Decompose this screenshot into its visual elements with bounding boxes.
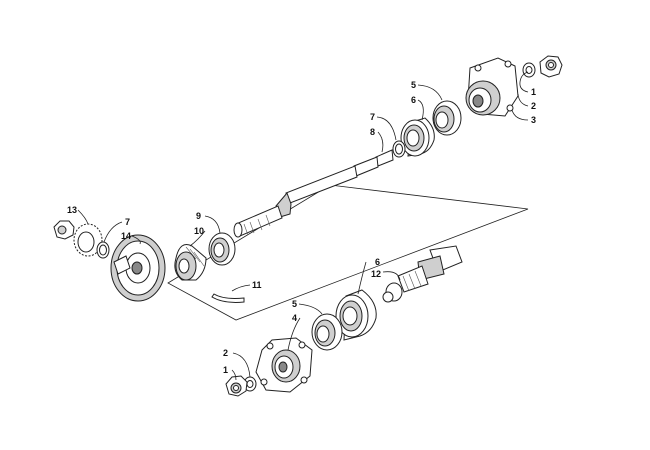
callout-1-upper: 1 xyxy=(531,87,536,97)
callout-10: 10 xyxy=(194,226,204,236)
callout-5-upper: 5 xyxy=(411,80,416,90)
callout-6-upper: 6 xyxy=(411,95,416,105)
callout-2-lower: 2 xyxy=(223,348,228,358)
nut-lower xyxy=(225,375,248,397)
o-ring-upper xyxy=(392,140,406,158)
output-shaft-12 xyxy=(382,245,463,303)
washer-upper xyxy=(522,62,536,78)
nut-upper xyxy=(539,55,563,78)
bearing-housing-upper xyxy=(465,57,519,117)
sprocket-gear-14 xyxy=(110,234,166,302)
callout-5-lower: 5 xyxy=(292,299,297,309)
bevel-gear-10 xyxy=(174,244,207,281)
callout-8: 8 xyxy=(370,127,375,137)
bearing-9 xyxy=(208,232,236,266)
bearing-lower xyxy=(335,289,377,341)
bearing-housing-lower xyxy=(255,337,313,393)
callout-6-lower: 6 xyxy=(375,257,380,267)
callout-9: 9 xyxy=(196,211,201,221)
nut-13 xyxy=(53,220,75,240)
callout-2-upper: 2 xyxy=(531,101,536,111)
callout-4: 4 xyxy=(292,313,297,323)
hub-14 xyxy=(73,223,103,257)
bearing-upper xyxy=(400,117,435,157)
snap-ring-11 xyxy=(211,293,245,303)
callout-12: 12 xyxy=(371,269,381,279)
callout-13: 13 xyxy=(67,205,77,215)
callout-3: 3 xyxy=(531,115,536,125)
leader-lines xyxy=(77,71,529,381)
washer-7 xyxy=(96,241,110,259)
drive-shaft xyxy=(233,149,394,238)
callout-7-left: 7 xyxy=(125,217,130,227)
callout-7-upper: 7 xyxy=(370,112,375,122)
callout-11: 11 xyxy=(252,280,262,290)
callout-1-lower: 1 xyxy=(223,365,228,375)
seal-lower xyxy=(311,313,343,351)
seal-upper xyxy=(432,100,462,136)
callout-14: 14 xyxy=(121,231,131,241)
